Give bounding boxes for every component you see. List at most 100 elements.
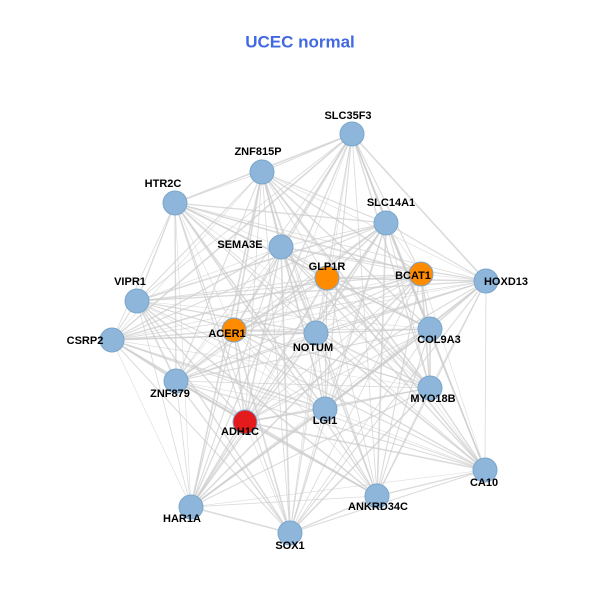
edge-HTR2C-SLC14A1 (174, 202, 387, 224)
edge-VIPR1-ZNF879 (136, 300, 177, 382)
edge-HTR2C-ANKRD34C (174, 202, 378, 497)
node-label-CA10: CA10 (470, 477, 498, 489)
edge-MYO18B-ADH1C (244, 387, 431, 423)
edge-HTR2C-ZNF879 (174, 202, 177, 382)
edge-NOTUM-ADH1C (244, 332, 317, 423)
edge-CSRP2-LGI1 (111, 339, 326, 410)
edge-ZNF815P-SOX1 (261, 171, 291, 534)
edge-LGI1-ANKRD34C (324, 408, 378, 497)
node-label-COL9A3: COL9A3 (417, 334, 460, 346)
node-label-GLP1R: GLP1R (309, 261, 346, 273)
edge-ZNF815P-COL9A3 (261, 171, 431, 330)
edge-MYO18B-CA10 (429, 387, 486, 471)
node-ANKRD34C (364, 483, 390, 509)
edge-HTR2C-MYO18B (174, 202, 431, 389)
edge-MYO18B-HAR1A (190, 387, 431, 508)
edge-SLC35F3-ZNF879 (175, 133, 353, 382)
edge-SEMA3E-VIPR1 (136, 246, 282, 302)
edge-VIPR1-ADH1C (136, 300, 246, 423)
edge-LGI1-CA10 (324, 408, 486, 471)
edge-NOTUM-ZNF879 (175, 332, 317, 382)
edge-HOXD13-ADH1C (244, 280, 487, 423)
node-ACER1 (221, 317, 247, 343)
edge-GLP1R-VIPR1 (136, 277, 328, 302)
edge-BCAT1-CA10 (420, 273, 486, 471)
node-label-LGI1: LGI1 (313, 415, 337, 427)
node-HAR1A (178, 494, 204, 520)
edge-ADH1C-SOX1 (244, 421, 291, 534)
node-label-MYO18B: MYO18B (410, 393, 455, 405)
edge-CA10-HAR1A (190, 469, 486, 508)
node-COL9A3 (417, 316, 443, 342)
edge-SLC35F3-VIPR1 (136, 133, 353, 302)
edge-CA10-ANKRD34C (376, 469, 486, 497)
edge-ANKRD34C-HAR1A (190, 495, 378, 508)
edge-VIPR1-COL9A3 (136, 300, 431, 330)
edge-BCAT1-NOTUM (315, 273, 422, 334)
edge-CSRP2-CA10 (111, 339, 486, 471)
edge-SLC14A1-SEMA3E (280, 222, 387, 248)
node-label-HOXD13: HOXD13 (484, 276, 528, 288)
edge-SLC14A1-ANKRD34C (376, 222, 387, 497)
node-BCAT1 (408, 261, 434, 287)
edge-HTR2C-CSRP2 (111, 202, 176, 341)
edge-LGI1-HAR1A (190, 408, 326, 508)
node-label-SLC14A1: SLC14A1 (367, 197, 415, 209)
edge-VIPR1-LGI1 (136, 300, 326, 410)
node-SOX1 (277, 520, 303, 546)
edge-HOXD13-ZNF879 (175, 280, 487, 382)
edge-NOTUM-ANKRD34C (315, 332, 378, 497)
edge-GLP1R-BCAT1 (326, 273, 422, 279)
edge-HTR2C-HOXD13 (174, 202, 487, 282)
edge-BCAT1-SOX1 (289, 273, 422, 534)
edge-ZNF879-SOX1 (175, 380, 291, 534)
edge-GLP1R-HOXD13 (326, 277, 487, 282)
edge-ZNF815P-GLP1R (261, 171, 328, 279)
edge-COL9A3-ZNF879 (175, 328, 431, 382)
edge-SEMA3E-ACER1 (233, 246, 282, 331)
edge-HTR2C-CA10 (174, 202, 486, 471)
edge-SLC35F3-NOTUM (315, 133, 353, 334)
edge-SLC35F3-ANKRD34C (351, 133, 378, 497)
edge-SEMA3E-LGI1 (280, 246, 326, 410)
edge-GLP1R-SOX1 (289, 277, 328, 534)
edge-ADH1C-CA10 (244, 421, 486, 471)
node-label-SLC35F3: SLC35F3 (324, 110, 371, 122)
edge-SEMA3E-HAR1A (190, 246, 282, 508)
node-VIPR1 (124, 288, 150, 314)
node-ZNF815P (249, 159, 275, 185)
edge-MYO18B-SOX1 (289, 387, 431, 534)
edge-ADH1C-LGI1 (244, 408, 326, 423)
edge-LGI1-SOX1 (289, 408, 326, 534)
edge-BCAT1-CSRP2 (111, 273, 422, 341)
edge-GLP1R-LGI1 (324, 277, 328, 410)
node-SLC14A1 (373, 210, 399, 236)
edge-SLC14A1-HOXD13 (385, 222, 487, 282)
node-GLP1R (314, 265, 340, 291)
edge-ADH1C-HAR1A (190, 421, 246, 508)
edge-ZNF879-HAR1A (175, 380, 192, 508)
node-label-SOX1: SOX1 (275, 540, 304, 552)
node-SLC35F3 (339, 121, 365, 147)
edge-BCAT1-ANKRD34C (376, 273, 422, 497)
node-ADH1C (232, 409, 258, 435)
edge-COL9A3-ANKRD34C (376, 328, 431, 497)
node-SEMA3E (268, 234, 294, 260)
edge-GLP1R-COL9A3 (326, 277, 431, 330)
edge-ACER1-ZNF879 (175, 329, 235, 382)
node-HTR2C (162, 190, 188, 216)
node-label-CSRP2: CSRP2 (67, 335, 104, 347)
edge-ACER1-LGI1 (233, 329, 326, 410)
node-label-NOTUM: NOTUM (293, 342, 333, 354)
edge-ACER1-MYO18B (233, 329, 431, 389)
edge-ZNF879-CA10 (175, 380, 486, 471)
edge-HTR2C-HAR1A (174, 202, 192, 508)
edge-CSRP2-HAR1A (111, 339, 192, 508)
edge-ZNF815P-CSRP2 (111, 171, 263, 341)
edge-ZNF879-MYO18B (175, 380, 431, 389)
node-LGI1 (312, 396, 338, 422)
edge-BCAT1-ADH1C (244, 273, 422, 423)
edge-HOXD13-CA10 (484, 280, 487, 471)
edge-HOXD13-ACER1 (233, 280, 487, 331)
edge-SLC14A1-ACER1 (233, 222, 387, 331)
